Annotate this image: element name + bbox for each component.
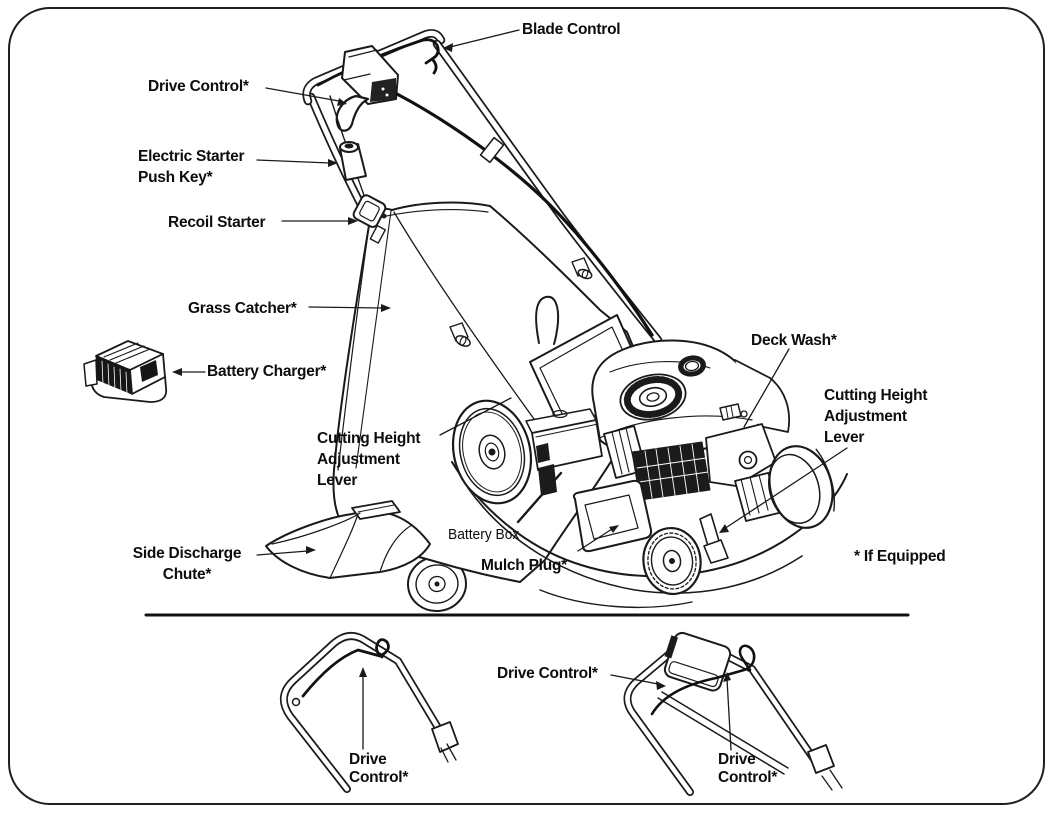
handle-left-illustration (280, 632, 459, 793)
label-cutting-height-left: Cutting Height Adjustment Lever (317, 430, 421, 489)
page-border (8, 7, 1045, 805)
label-drive-control-bottom-right: Drive Control* (718, 751, 778, 786)
side-discharge-chute-illustration (265, 500, 431, 579)
label-drive-control-bottom-left: Drive Control* (349, 751, 409, 786)
label-side-discharge-chute: Side Discharge Chute* (132, 545, 242, 583)
mower-illustration (302, 29, 848, 613)
label-drive-control-top: Drive Control* (148, 78, 249, 95)
label-recoil-starter: Recoil Starter (168, 214, 266, 231)
battery-charger-illustration (83, 340, 168, 403)
label-grass-catcher: Grass Catcher* (188, 300, 297, 317)
label-battery-box: Battery Box (448, 526, 520, 543)
handle-right-illustration (623, 631, 843, 796)
label-mulch-plug: Mulch Plug* (481, 557, 567, 574)
label-blade-control: Blade Control (522, 21, 621, 38)
label-electric-starter-push-key: Electric Starter Push Key* (138, 148, 245, 186)
label-cutting-height-right: Cutting Height Adjustment Lever (824, 387, 928, 446)
label-battery-charger: Battery Charger* (207, 363, 327, 380)
label-drive-control-bottom-right-side: Drive Control* (497, 665, 598, 682)
label-if-equipped: * If Equipped (854, 548, 946, 565)
callout-leader-lines (172, 29, 848, 751)
label-deck-wash: Deck Wash* (751, 332, 837, 349)
